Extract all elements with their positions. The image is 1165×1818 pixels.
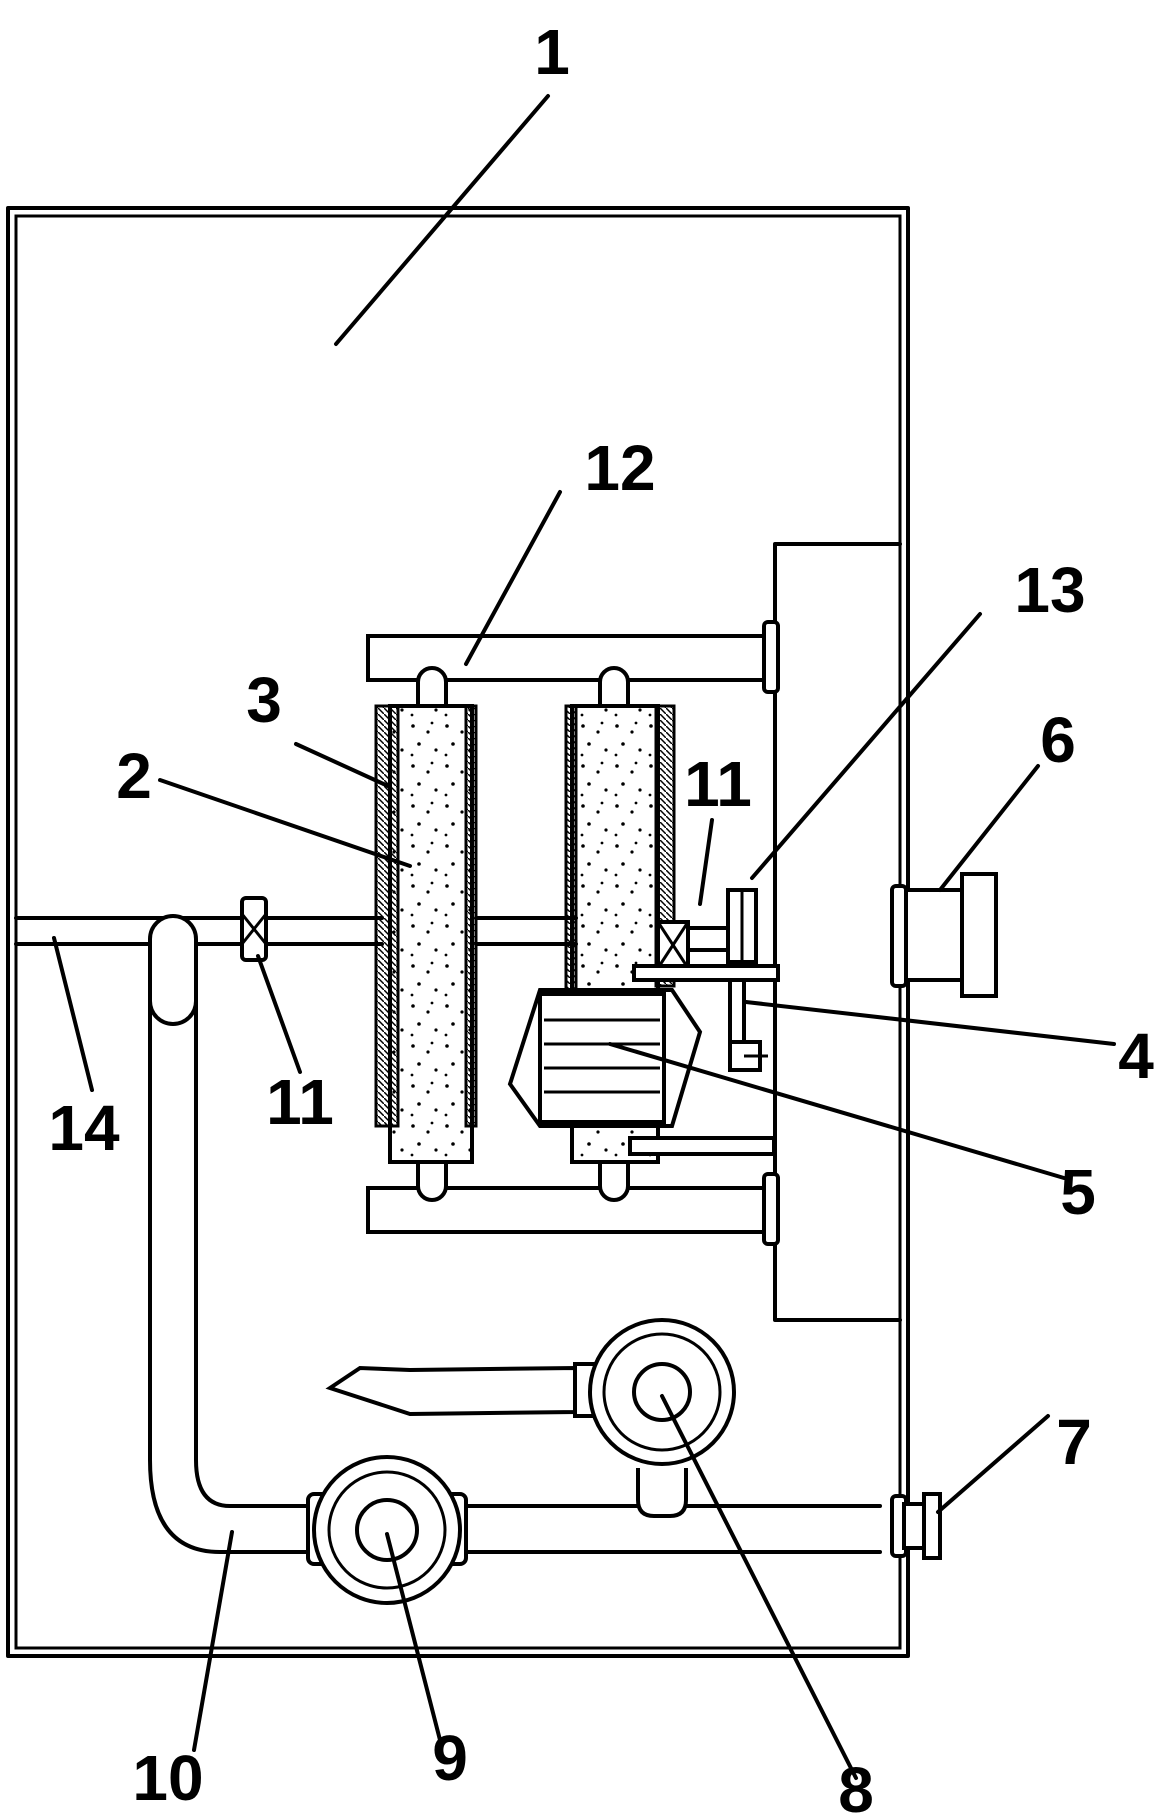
label-12: 12 <box>584 432 655 504</box>
leader-lines <box>52 94 1116 1780</box>
frame-rail-bottom <box>366 1172 780 1246</box>
label-10: 10 <box>132 1742 203 1814</box>
label-4: 4 <box>1118 1020 1154 1092</box>
label-2: 2 <box>116 740 152 812</box>
partition-plate <box>14 916 578 946</box>
valve-left <box>240 896 268 962</box>
motor <box>507 988 703 1128</box>
drive-assembly <box>628 888 780 1156</box>
inlet-fitting <box>890 1492 942 1560</box>
mounting-plate <box>773 542 902 1322</box>
label-7: 7 <box>1056 1406 1092 1478</box>
label-13: 13 <box>1014 554 1085 626</box>
roller-left <box>374 666 478 1202</box>
label-5: 5 <box>1060 1156 1096 1228</box>
label-8: 8 <box>838 1754 874 1818</box>
label-1: 1 <box>534 16 570 88</box>
label-11-left: 11 <box>266 1066 334 1138</box>
label-9: 9 <box>432 1722 468 1794</box>
callout-labels: 1 2 3 4 5 6 7 8 9 10 11 11 12 13 14 <box>48 16 1154 1818</box>
frame-rail-top <box>366 620 780 694</box>
label-6: 6 <box>1040 704 1076 776</box>
pump-8 <box>325 1318 736 1518</box>
label-3: 3 <box>246 664 282 736</box>
pump-9 <box>306 1455 468 1605</box>
outlet-fitting <box>890 872 998 998</box>
label-11-right: 11 <box>684 748 752 820</box>
label-14: 14 <box>48 1092 120 1164</box>
